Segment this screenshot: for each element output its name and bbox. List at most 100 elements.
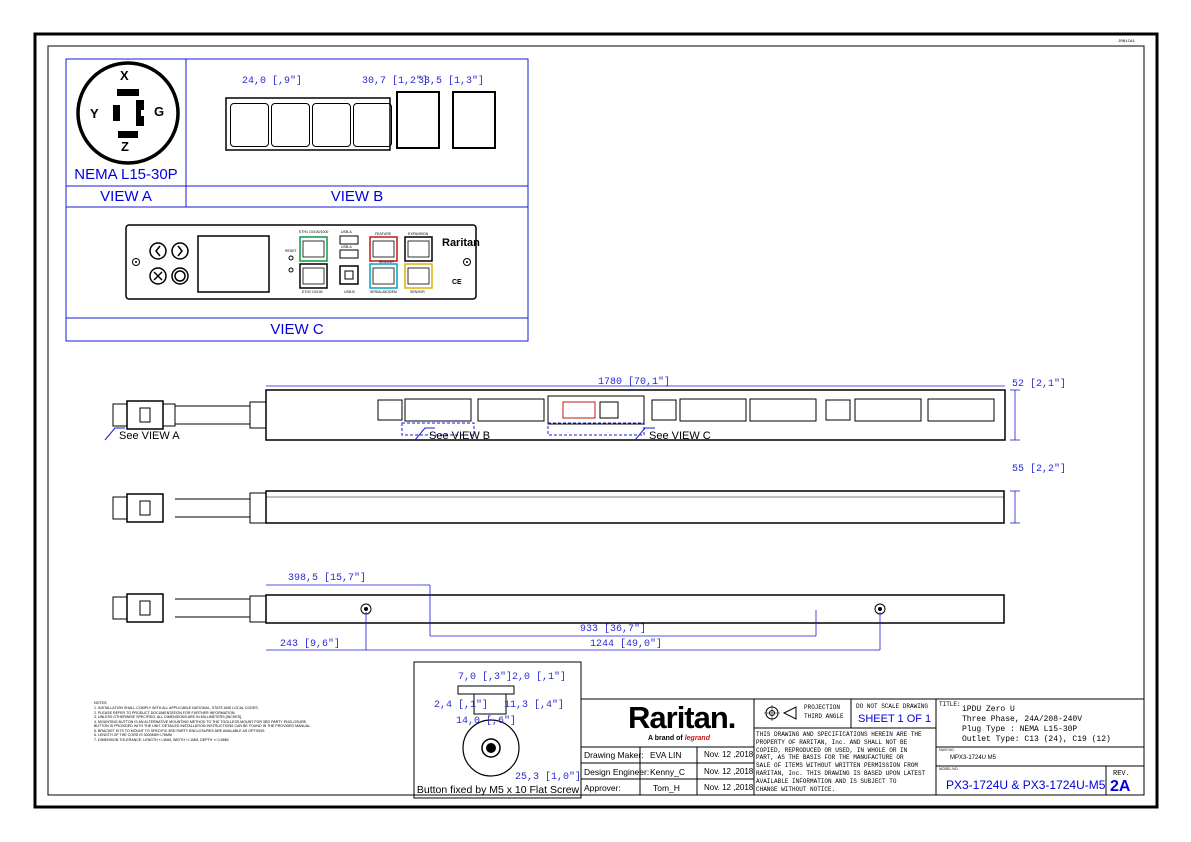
note-line: 7. DIMENSION TOLERANCE: LENGTH +/-3MM, W… bbox=[94, 737, 229, 742]
tagline-text: A brand of bbox=[648, 735, 683, 742]
view-b-dim-1: 24,0 [,9"] bbox=[242, 76, 303, 87]
view-b-outlet-row bbox=[230, 91, 620, 149]
projection-label: PROJECTION bbox=[804, 704, 841, 711]
side-depth-dim: 55 [2,2"] bbox=[1012, 464, 1067, 475]
see-view-b-callout: See VIEW B bbox=[429, 430, 491, 442]
back-dim-1244: 1244 [49,0"] bbox=[590, 639, 663, 650]
note-line: 1. INSTALLATION SHALL COMPLY WITH ALL AP… bbox=[94, 706, 259, 710]
note-line: 6. LENGTH OF THE CORD IS 3000MM+/-76MM bbox=[94, 733, 172, 737]
plug-pin-y: Y bbox=[90, 106, 99, 121]
revision: 2A bbox=[1110, 778, 1131, 795]
c13-outlet-icon bbox=[312, 103, 351, 147]
button-dim-6: 25,3 [1,0"] bbox=[515, 772, 582, 783]
svg-text:CE: CE bbox=[452, 279, 462, 286]
pdu-back-view bbox=[112, 584, 1005, 651]
view-c-label: VIEW C bbox=[270, 321, 324, 338]
disclaimer-line: SALE OF ITEMS WITHOUT WRITTEN PERMISSION… bbox=[756, 762, 919, 770]
button-dim-1: 7,0 [,3"] bbox=[458, 672, 513, 683]
pdu-front-view bbox=[104, 385, 1020, 441]
title-line: Outlet Type: C13 (24), C19 (12) bbox=[962, 735, 1111, 744]
port-label-usb-a-1: USB-A bbox=[341, 230, 352, 234]
back-dim-398: 398,5 [15,7"] bbox=[288, 573, 367, 584]
c13-outlet-icon bbox=[271, 103, 310, 147]
logo-tagline: A brand of legrand bbox=[648, 735, 710, 742]
date-design-engineer: Nov. 12 ,2018 bbox=[704, 767, 754, 776]
notes-title: NOTES: bbox=[94, 701, 108, 705]
plug-pin-z: Z bbox=[121, 139, 129, 154]
panel-brand-logo: Raritan bbox=[442, 237, 480, 249]
button-dim-2: 2,0 [,1"] bbox=[512, 672, 567, 683]
name-drawing-maker: EVA LIN bbox=[650, 750, 682, 760]
view-b-outlets bbox=[225, 97, 391, 151]
note-line: 2. PLEASE REFER TO PRODUCT DOCUMENTATION… bbox=[94, 710, 236, 715]
port-label-eth1: ETH1 10/100/1000 bbox=[299, 230, 329, 234]
disclaimer-line: THIS DRAWING AND SPECIFICATIONS HEREIN A… bbox=[756, 731, 922, 738]
see-view-c-callout: See VIEW C bbox=[649, 430, 711, 442]
plug-pin-x: X bbox=[120, 68, 129, 83]
disclaimer-line: COPIED, REPRODUCED OR USED, IN WHOLE OR … bbox=[756, 746, 908, 754]
front-width-dim: 52 [2,1"] bbox=[1012, 379, 1067, 390]
model-no: PX3-1724U & PX3-1724U-M5 bbox=[946, 778, 1106, 792]
port-label-sensor: SENSOR bbox=[410, 290, 425, 294]
name-approver: Tom_H bbox=[653, 783, 680, 793]
tagline-brand: legrand bbox=[684, 735, 710, 742]
disclaimer-line: RARITAN, Inc. THIS DRAWING IS BASED UPON… bbox=[756, 769, 926, 777]
view-b-dim-2: 30,7 [1,2"] bbox=[362, 76, 429, 87]
role-design-engineer: Design Engineer: bbox=[584, 767, 650, 777]
date-drawing-maker: Nov. 12 ,2018 bbox=[704, 750, 754, 759]
port-label-expansion: EXPANSION bbox=[408, 232, 429, 236]
title-label: TITLE: bbox=[939, 701, 961, 708]
disclaimer-line: PART, AS THE BASIS FOR THE MANUFACTURE O… bbox=[756, 754, 904, 762]
disclaimer-line: PROPERTY OF RARITAN, Inc. AND SHALL NOT … bbox=[756, 738, 908, 746]
role-approver: Approver: bbox=[584, 783, 621, 793]
button-dim-3: 2,4 [,1"] bbox=[434, 700, 489, 711]
front-length-dim: 1780 [70,1"] bbox=[598, 377, 671, 388]
date-approver: Nov. 12 ,2018 bbox=[704, 783, 754, 792]
note-line: 4. MOUNTING BUTTON IS AN ALTERNATIVE MOU… bbox=[94, 719, 308, 724]
disclaimer-line: CHANGE WITHOUT NOTICE. bbox=[756, 785, 836, 793]
dwg-no-label: DWG NO. bbox=[939, 748, 955, 752]
c19-outlet-icon bbox=[396, 91, 440, 149]
disclaimer: THIS DRAWING AND SPECIFICATIONS HEREIN A… bbox=[756, 731, 925, 793]
back-dim-933: 933 [36,7"] bbox=[580, 624, 647, 635]
view-a-label: VIEW A bbox=[100, 188, 152, 205]
do-not-scale: DO NOT SCALE DRAWING bbox=[856, 703, 929, 710]
model-no-label: MODEL NO. bbox=[939, 767, 959, 771]
note-line: 5. BRACKET KITS TO MOUNT TO SPECIFIC 3RD… bbox=[94, 728, 266, 733]
projection-angle: THIRD ANGLE bbox=[804, 713, 844, 720]
port-label-reset: RESET bbox=[285, 249, 297, 253]
title-line: Plug Type : NEMA L15-30P bbox=[962, 725, 1078, 734]
dwg-no: MPX3-1724U M5 bbox=[950, 755, 997, 761]
port-label-serial: SERIAL/MODEM bbox=[370, 290, 397, 294]
button-dim-4: 11,3 [,4"] bbox=[504, 700, 565, 711]
port-label-usb-b: USB-B bbox=[344, 290, 355, 294]
name-design-engineer: Kenny_C bbox=[650, 767, 685, 777]
title-lines: iPDU Zero U Three Phase, 24A/208-240V Pl… bbox=[962, 705, 1111, 745]
title-line: Three Phase, 24A/208-240V bbox=[962, 715, 1083, 724]
view-panel bbox=[65, 58, 529, 342]
note-line: BUTTON IS PROVIDED WITH THE UNIT. DETAIL… bbox=[94, 724, 312, 728]
plug-pin-g: G bbox=[154, 104, 165, 119]
back-dim-243: 243 [9,6"] bbox=[280, 639, 341, 650]
port-label-sensor-2: SENSOR bbox=[379, 260, 394, 264]
pdu-side-view bbox=[112, 490, 1020, 524]
view-b-dim-3: 33,5 [1,3"] bbox=[418, 76, 485, 87]
plug-name: NEMA L15-30P bbox=[74, 166, 178, 183]
c13-outlet-icon bbox=[230, 103, 269, 147]
sheet-code: JRN1CA1 bbox=[1118, 40, 1135, 44]
button-detail-caption: Button fixed by M5 x 10 Flat Screw bbox=[416, 784, 580, 796]
rev-label: REV. bbox=[1113, 770, 1130, 778]
view-b-label: VIEW B bbox=[330, 188, 384, 205]
title-line: iPDU Zero U bbox=[962, 705, 1015, 714]
view-c-panel: CE bbox=[125, 224, 477, 300]
title-block-grid bbox=[580, 698, 1145, 796]
see-view-a-callout: See VIEW A bbox=[119, 430, 180, 442]
role-drawing-maker: Drawing Maker: bbox=[584, 750, 644, 760]
c13-outlet-icon bbox=[353, 103, 392, 147]
button-dim-5: 14,0 [,6"] bbox=[456, 716, 517, 727]
port-label-usb-a-2: USB-A bbox=[341, 245, 352, 249]
note-line: 3. UNLESS OTHERWISE SPECIFIED, ALL DIMEN… bbox=[94, 715, 243, 719]
company-logo: Raritan. bbox=[628, 700, 736, 735]
c19-outlet-icon bbox=[452, 91, 496, 149]
